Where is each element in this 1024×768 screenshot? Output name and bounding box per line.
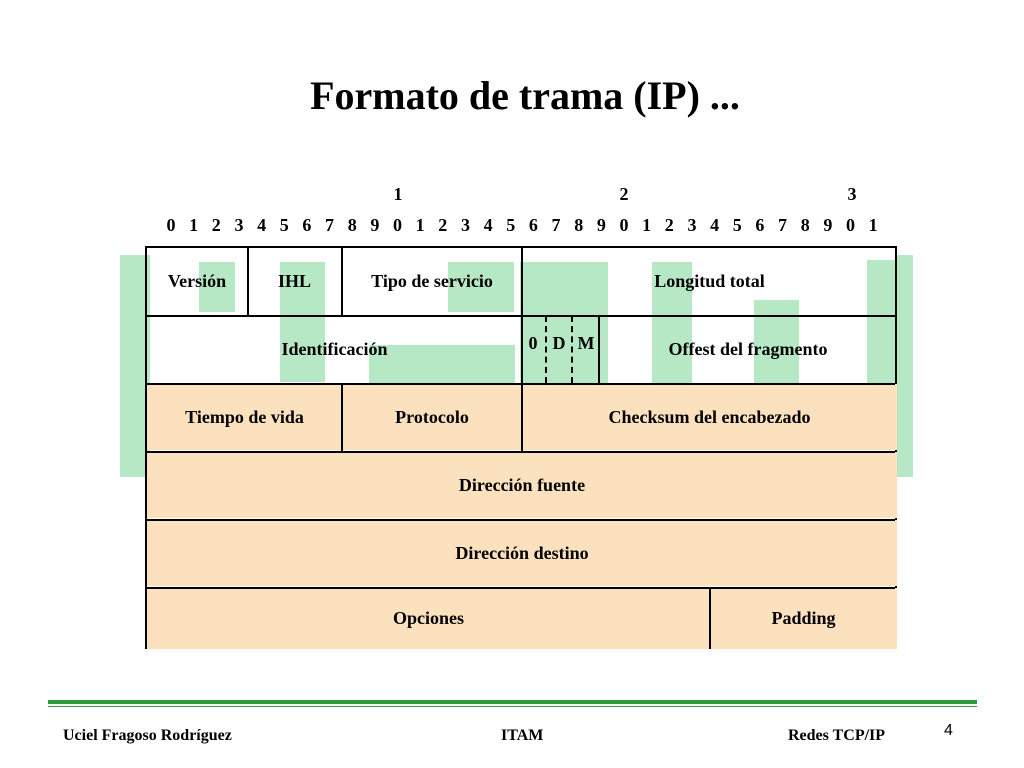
row-divider [147, 451, 895, 453]
bit-unit-3: 3 [234, 215, 244, 235]
col-divider [341, 384, 343, 451]
col-divider [341, 248, 343, 315]
bit-unit-11: 1 [415, 215, 425, 235]
field-ihl: IHL [277, 270, 311, 291]
footer-course: Redes TCP/IP [788, 727, 886, 744]
field-destination-address: Dirección destino [147, 520, 897, 586]
bit-unit-1: 1 [189, 215, 199, 235]
col-divider [521, 316, 523, 383]
field-type-of-service: Tipo de servicio [371, 270, 493, 291]
field-fragment-offset: Offest del fragmento [668, 338, 828, 359]
flag-divider [545, 316, 547, 383]
ip-header-diagram: Versión IHL Tipo de servicio Longitud to… [145, 246, 897, 649]
bit-unit-23: 3 [687, 215, 697, 235]
field-time-to-live: Tiempo de vida [147, 384, 342, 450]
col-divider [521, 384, 523, 451]
bit-unit-25: 5 [732, 215, 742, 235]
bit-unit-5: 5 [279, 215, 289, 235]
bit-unit-8: 8 [347, 215, 357, 235]
bit-unit-17: 7 [551, 215, 561, 235]
bit-unit-26: 6 [755, 215, 765, 235]
bit-unit-0: 0 [166, 215, 176, 235]
bit-tens-2: 2 [619, 184, 629, 204]
field-options: Opciones [147, 588, 710, 649]
bit-unit-4: 4 [257, 215, 267, 235]
bit-unit-12: 2 [438, 215, 448, 235]
bit-unit-30: 0 [846, 215, 855, 235]
row-divider [147, 587, 895, 589]
flag-divider [571, 316, 573, 383]
bit-tens-1: 1 [393, 184, 403, 204]
bit-unit-14: 4 [483, 215, 493, 235]
field-protocol: Protocolo [342, 384, 522, 450]
bit-unit-13: 3 [460, 215, 470, 235]
flag-dont-fragment: D [552, 333, 566, 353]
footer-author: Uciel Fragoso Rodríguez [63, 727, 232, 744]
bit-unit-2: 2 [211, 215, 221, 235]
bit-unit-9: 9 [370, 215, 380, 235]
col-divider [598, 316, 600, 383]
row-divider [147, 519, 895, 521]
col-divider [247, 248, 249, 315]
field-header-checksum: Checksum del encabezado [522, 384, 897, 450]
slide-title: Formato de trama (IP) ... [310, 73, 740, 118]
footer-rule-thick [48, 700, 977, 704]
field-total-length: Longitud total [654, 270, 765, 291]
field-version: Versión [167, 270, 227, 291]
bit-unit-21: 1 [642, 215, 652, 235]
bit-unit-28: 8 [800, 215, 810, 235]
footer-rule-thin [48, 706, 977, 707]
bit-unit-29: 9 [823, 215, 833, 235]
flag-more-fragments: M [577, 333, 595, 353]
bit-unit-15: 5 [506, 215, 516, 235]
field-source-address: Dirección fuente [147, 452, 897, 518]
col-divider [521, 248, 523, 315]
bit-unit-6: 6 [302, 215, 312, 235]
page-number: 4 [944, 722, 953, 739]
footer-institution: ITAM [501, 727, 544, 744]
bit-unit-10: 0 [393, 215, 402, 235]
bit-unit-24: 4 [710, 215, 720, 235]
bit-unit-27: 7 [778, 215, 788, 235]
bit-unit-20: 0 [619, 215, 629, 235]
bit-unit-16: 6 [528, 215, 538, 235]
bit-unit-19: 9 [596, 215, 606, 235]
bit-unit-18: 8 [574, 215, 584, 235]
flag-reserved-zero: 0 [528, 333, 538, 353]
field-padding: Padding [710, 588, 897, 649]
bit-unit-22: 2 [664, 215, 674, 235]
bit-ruler-tens: 1 2 3 [0, 184, 1024, 204]
bit-unit-7: 7 [325, 215, 335, 235]
col-divider [709, 588, 711, 649]
field-identification: Identificación [281, 338, 388, 359]
bit-tens-3: 3 [847, 184, 857, 204]
bit-unit-31: 1 [868, 215, 878, 235]
